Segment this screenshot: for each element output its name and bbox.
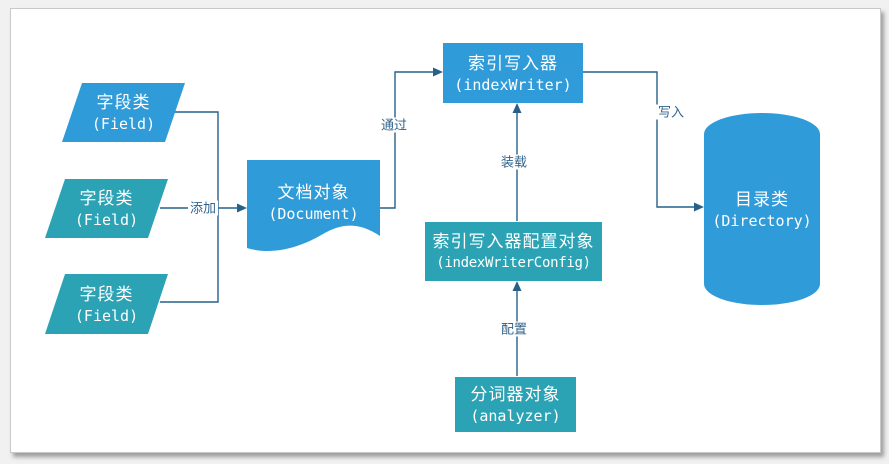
node-index-writer-config: 索引写入器配置对象 (indexWriterConfig): [425, 222, 602, 281]
edge-label-via: 通过: [378, 117, 410, 133]
node-index-writer-config-title: 索引写入器配置对象: [432, 232, 595, 251]
node-field-1-text: 字段类 (Field): [92, 91, 155, 134]
node-field-2-subtitle: (Field): [74, 211, 139, 229]
node-field-1-subtitle: (Field): [91, 115, 156, 133]
node-directory-title: 目录类: [735, 189, 789, 209]
node-analyzer-text: 分词器对象 (analyzer): [470, 383, 560, 426]
node-index-writer-config-subtitle: (indexWriterConfig): [436, 255, 591, 271]
node-directory: 目录类 (Directory): [704, 113, 820, 305]
node-document: 文档对象 (Document): [247, 160, 380, 254]
node-field-2: 字段类 (Field): [45, 179, 168, 238]
node-document-title: 文档对象: [277, 182, 350, 202]
node-index-writer-title: 索引写入器: [468, 53, 558, 73]
node-directory-text: 目录类 (Directory): [712, 188, 811, 231]
node-field-1-title: 字段类: [96, 93, 151, 112]
node-index-writer-subtitle: (indexWriter): [454, 75, 572, 94]
node-field-3-title: 字段类: [79, 284, 134, 304]
node-analyzer-subtitle: (analyzer): [470, 407, 561, 425]
node-field-2-title: 字段类: [79, 189, 134, 208]
document-shape: [247, 160, 380, 252]
edge-label-add: 添加: [187, 200, 219, 216]
edge-label-load: 装载: [498, 154, 530, 170]
node-analyzer: 分词器对象 (analyzer): [455, 377, 576, 432]
edge-label-configure: 配置: [498, 321, 530, 337]
edge-label-write: 写入: [655, 104, 687, 120]
node-field-3-subtitle: (Field): [74, 306, 139, 325]
node-field-1: 字段类 (Field): [62, 83, 185, 142]
node-index-writer: 索引写入器 (indexWriter): [443, 43, 583, 103]
node-document-text: 文档对象 (Document): [268, 181, 358, 224]
node-document-subtitle: (Document): [268, 204, 359, 223]
node-index-writer-text: 索引写入器 (indexWriter): [454, 52, 571, 95]
node-directory-subtitle: (Directory): [712, 211, 812, 230]
node-field-3: 字段类 (Field): [45, 274, 168, 334]
node-field-2-text: 字段类 (Field): [75, 187, 138, 230]
node-index-writer-config-text: 索引写入器配置对象 (indexWriterConfig): [433, 230, 595, 273]
node-field-3-text: 字段类 (Field): [75, 283, 138, 326]
node-analyzer-title: 分词器对象: [470, 385, 561, 404]
